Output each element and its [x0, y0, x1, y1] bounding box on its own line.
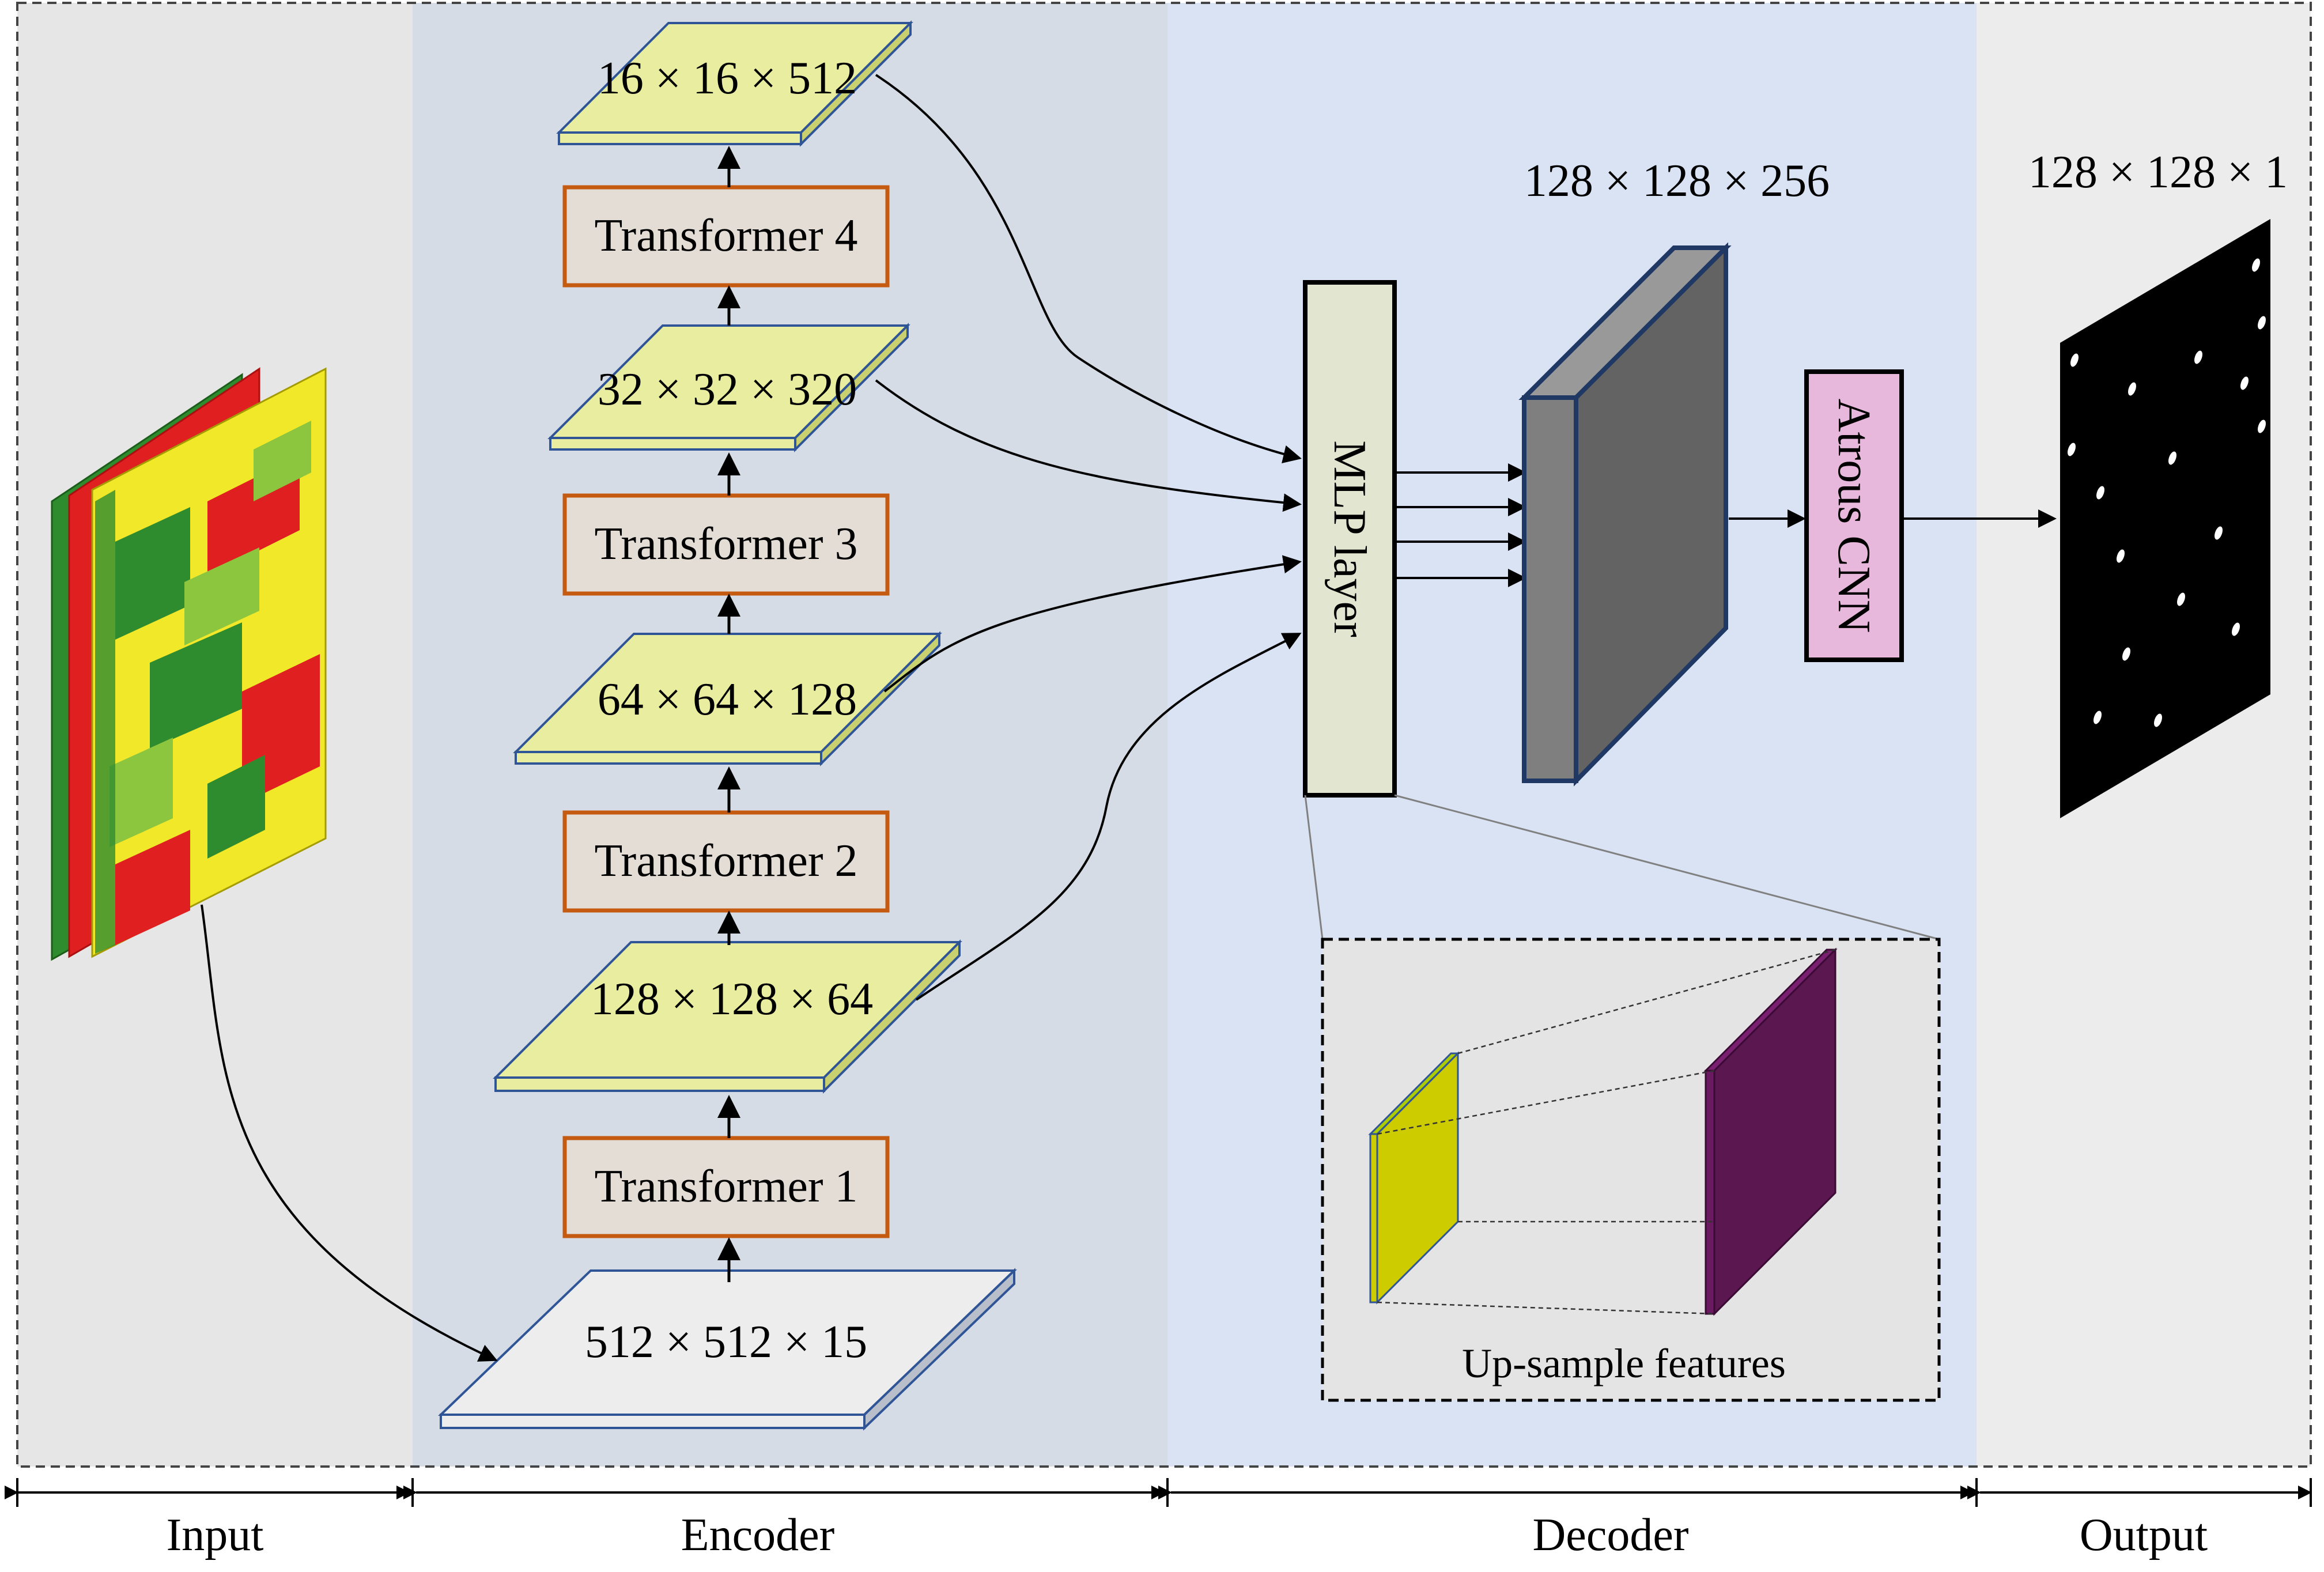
stage-3-dims: 32 × 32 × 320: [598, 364, 857, 415]
encoder-input-dims: 512 × 512 × 15: [585, 1317, 867, 1367]
transformer-1-label: Transformer 1: [595, 1161, 858, 1212]
output-mask: [2060, 219, 2270, 818]
feature-dims: 128 × 128 × 256: [1524, 156, 1830, 206]
section-label-encoder: Encoder: [681, 1510, 835, 1560]
section-label-input: Input: [167, 1510, 264, 1560]
output-points: [2068, 258, 2266, 727]
stage-4-dims: 16 × 16 × 512: [598, 53, 857, 104]
section-axis: [5, 1478, 2312, 1507]
encoder-input-slab: 512 × 512 × 15: [438, 1268, 1017, 1431]
mlp-layer-block: MLP layer: [1303, 280, 1397, 798]
transformer-2-block: Transformer 2: [562, 810, 890, 913]
outer-dashed-frame: [16, 2, 2312, 1468]
feature-cube-front: [1522, 395, 1578, 783]
input-feature-stack: [51, 367, 327, 961]
atrous-cnn-block: Atrous CNN: [1804, 369, 1904, 662]
stage-1-slab: 128 × 128 × 64: [493, 939, 962, 1094]
inset-connector-right: [1394, 794, 1940, 940]
large-feature-map: [1713, 947, 1836, 1316]
stage-4-slab: 16 × 16 × 512: [556, 20, 913, 147]
mlp-to-feature-arrows: [1395, 463, 1526, 587]
section-label-output: Output: [2080, 1510, 2208, 1560]
input-to-encoder-arrow: [201, 904, 498, 1362]
decoder-feature-cube: 128 × 128 × 256: [1518, 156, 1830, 787]
mlp-layer-label: MLP layer: [1324, 440, 1375, 637]
stage-1-dims: 128 × 128 × 64: [591, 974, 873, 1025]
stage-3-slab: 32 × 32 × 320: [547, 323, 910, 452]
transformer-2-label: Transformer 2: [595, 836, 858, 886]
transformer-4-block: Transformer 4: [562, 185, 890, 288]
upsample-projection-lines: [1377, 949, 1836, 1315]
atrous-cnn-label: Atrous CNN: [1828, 399, 1879, 633]
upsample-inset: Up-sample features: [1304, 794, 1941, 1402]
transformer-1-block: Transformer 1: [562, 1136, 890, 1238]
output-map: 128 × 128 × 1: [2028, 147, 2288, 818]
encoder-to-mlp-arrows: [875, 74, 1302, 1001]
transformer-3-label: Transformer 3: [595, 519, 858, 569]
transformer-3-block: Transformer 3: [562, 493, 890, 596]
stage-2-dims: 64 × 64 × 128: [598, 674, 857, 725]
stage-2-slab: 64 × 64 × 128: [513, 631, 942, 766]
output-dims: 128 × 128 × 1: [2028, 147, 2288, 198]
inset-connector-left: [1304, 795, 1324, 940]
section-label-decoder: Decoder: [1533, 1510, 1689, 1560]
upsample-caption: Up-sample features: [1462, 1340, 1786, 1386]
transformer-4-label: Transformer 4: [595, 210, 858, 261]
input-heatmap-patches: [95, 421, 320, 954]
